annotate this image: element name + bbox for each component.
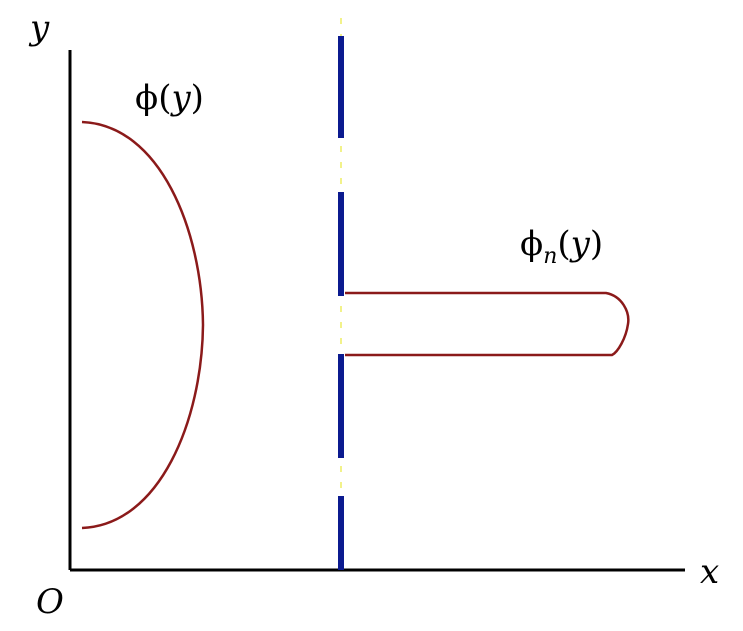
transmitted-phi: ϕ: [520, 224, 544, 264]
transmitted-subscript: n: [543, 244, 558, 269]
origin-label: O: [36, 582, 64, 622]
y-axis-label: y: [30, 8, 50, 48]
transmitted-close-paren: ): [589, 224, 604, 264]
incident-phi: ϕ: [135, 78, 159, 118]
transmitted-function-label: ϕn(y): [520, 224, 603, 269]
barrier-segment-1: [338, 36, 344, 138]
incident-function-label: ϕ(y): [135, 78, 204, 118]
incident-close-paren: ): [190, 78, 204, 118]
barrier-segment-2: [338, 192, 344, 296]
transmitted-var: y: [570, 224, 590, 264]
incident-var: y: [171, 78, 191, 118]
incident-wave-curve: [81, 120, 205, 530]
incident-open-paren: (: [158, 78, 172, 118]
barrier-segment-3: [338, 354, 344, 458]
x-axis-label: x: [700, 552, 720, 592]
transmitted-wave-curve: [345, 291, 630, 357]
barrier-segment-4: [338, 496, 344, 570]
transmitted-open-paren: (: [557, 224, 571, 264]
